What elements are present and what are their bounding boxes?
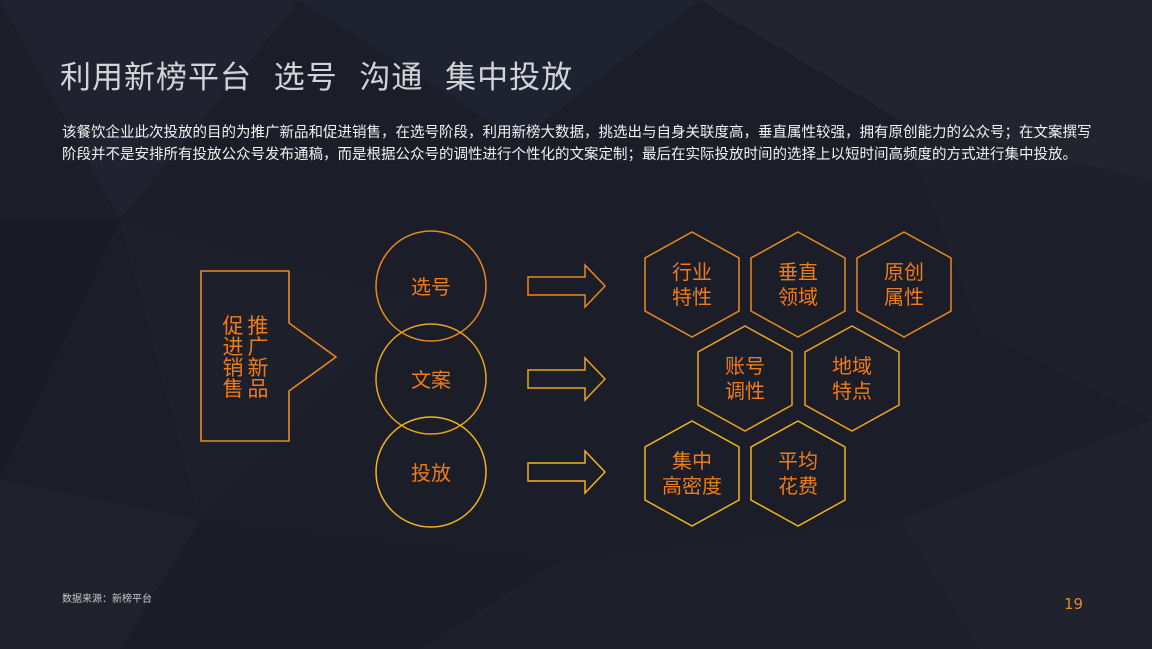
slide-title: 利用新榜平台 选号 沟通 集中投放 (60, 60, 574, 96)
goal-text-col1-4: 品 (248, 377, 269, 401)
hexagon-vertical-line2: 领域 (778, 285, 818, 309)
stage-circle-selection (375, 230, 487, 342)
hexagon-concentrated (644, 420, 740, 527)
goal-arrow-shape (200, 270, 338, 442)
hexagon-industry-line2: 特性 (672, 285, 712, 309)
hexagon-region-line2: 特点 (832, 379, 872, 403)
hexagon-industry-line1: 行业 (672, 260, 712, 284)
hexagon-industry (644, 231, 740, 338)
stage-circle-placement (375, 416, 487, 528)
goal-text-col1-2: 广 (248, 335, 269, 359)
hexagon-region-line1: 地域 (832, 354, 872, 378)
slide-description: 该餐饮企业此次投放的目的为推广新品和促进销售，在选号阶段，利用新榜大数据，挑选出… (62, 125, 1092, 163)
hexagon-average-cost-line2: 花费 (778, 474, 818, 498)
data-source-note: 数据来源：新榜平台 (62, 594, 152, 605)
hexagon-tone (697, 325, 793, 432)
page-number: 19 (1064, 595, 1084, 613)
hexagon-original-line1: 原创 (884, 260, 924, 284)
goal-text-col2-3: 销 (223, 356, 244, 380)
hexagon-original-line2: 属性 (884, 285, 924, 309)
stage-label-placement: 投放 (411, 461, 451, 485)
stage-arrow-1 (527, 263, 607, 309)
stage-arrow-3 (527, 449, 607, 495)
stage-label-copywriting: 文案 (411, 368, 451, 392)
goal-text-col2-2: 进 (223, 335, 244, 359)
stage-label-selection: 选号 (411, 275, 451, 299)
stage-arrow-2 (527, 356, 607, 402)
hexagon-original (856, 231, 952, 338)
goal-text-col1-1: 推 (248, 314, 269, 338)
goal-text-col1-3: 新 (248, 356, 269, 380)
hexagon-concentrated-line1: 集中 (672, 449, 712, 473)
goal-text-col2-4: 售 (223, 377, 244, 401)
goal-text-col2-1: 促 (223, 314, 244, 338)
hexagon-average-cost (750, 420, 846, 527)
hexagon-tone-line2: 调性 (725, 379, 765, 403)
hexagon-concentrated-line2: 高密度 (662, 474, 722, 498)
hexagon-tone-line1: 账号 (725, 354, 765, 378)
hexagon-vertical (750, 231, 846, 338)
hexagon-vertical-line1: 垂直 (778, 260, 818, 284)
hexagon-region (804, 325, 900, 432)
hexagon-average-cost-line1: 平均 (778, 449, 818, 473)
stage-circle-copywriting (375, 323, 487, 435)
